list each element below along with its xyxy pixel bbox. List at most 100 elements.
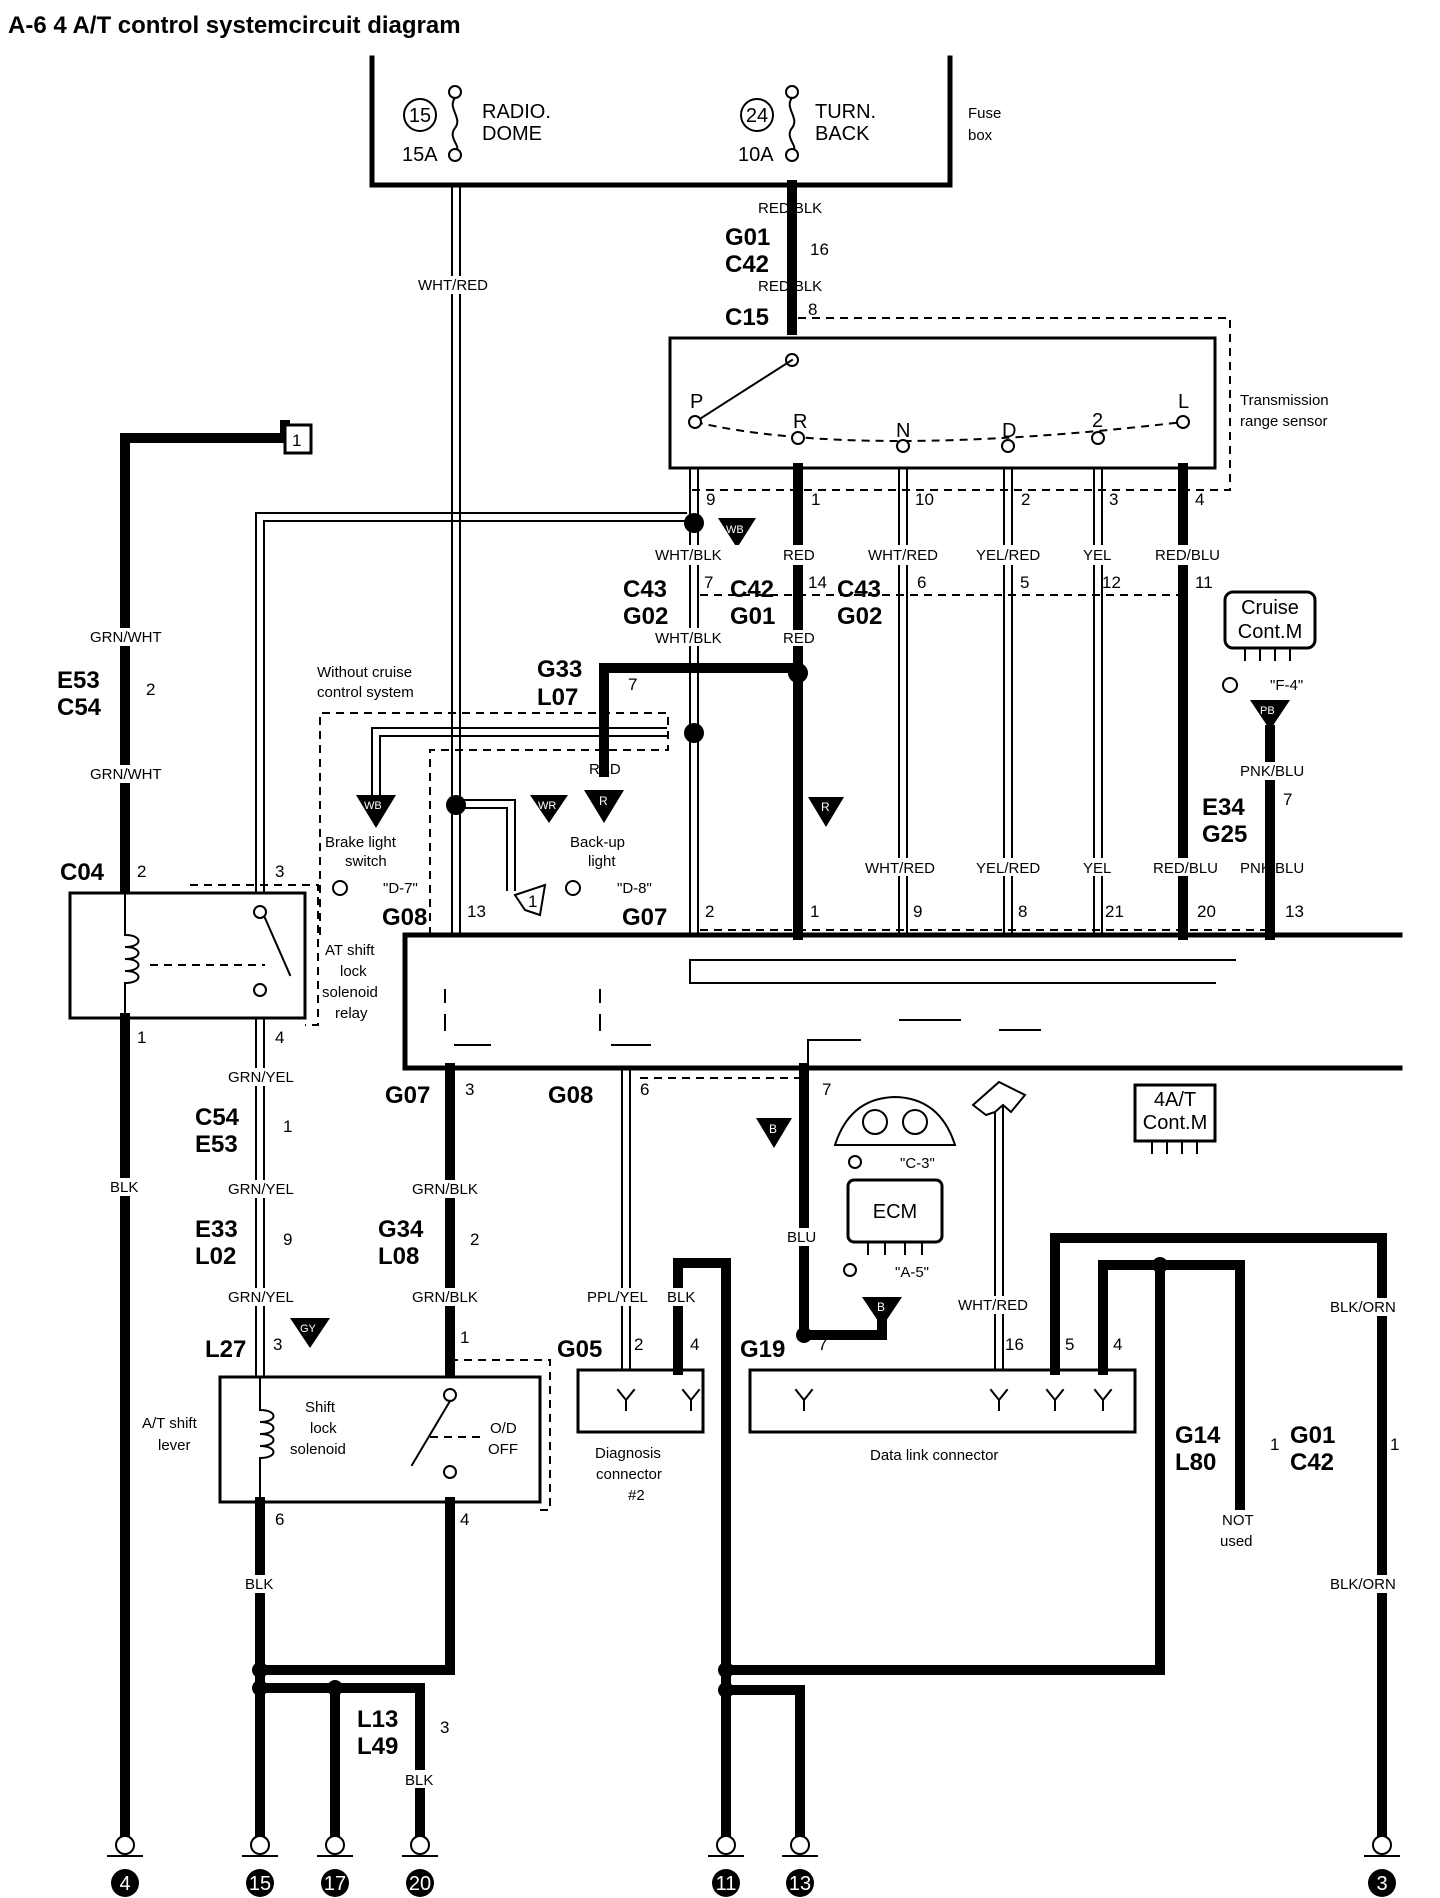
wire-label-grn-yel-1: GRN/YEL	[228, 1069, 294, 1086]
wire-label-blk-2: BLK	[245, 1576, 273, 1593]
pin-3d: 3	[465, 1080, 474, 1099]
pin-2: 2	[1021, 490, 1030, 509]
b-tag-2-label: B	[877, 1300, 885, 1314]
gy-tag-label: GY	[300, 1323, 317, 1335]
pin-13b: 13	[1285, 902, 1304, 921]
pin-12: 12	[1102, 573, 1121, 592]
dlc-terminal-icon	[794, 1388, 1113, 1411]
ground-11-label: 11	[716, 1873, 737, 1895]
pin-16b: 16	[1005, 1335, 1024, 1354]
fuse-24-name-1: TURN.	[815, 101, 876, 123]
range-sensor-label-2: range sensor	[1240, 413, 1328, 430]
pin-5b: 5	[1065, 1335, 1074, 1354]
ground-17: 17	[317, 1835, 353, 1897]
wire-label-yel-red-1: YEL/RED	[976, 547, 1040, 564]
connector-g19: G19	[740, 1336, 785, 1363]
ground-15: 15	[242, 1835, 278, 1897]
wire-grn-wht	[120, 420, 290, 898]
wire-label-grn-yel-3: GRN/YEL	[228, 1289, 294, 1306]
lever-line2: lever	[158, 1437, 191, 1454]
wb-tag-label: WB	[726, 524, 744, 536]
junction-dot	[327, 1680, 343, 1696]
lever-line1: A/T shift	[142, 1415, 198, 1432]
fuse-15-name-2: DOME	[482, 123, 542, 145]
connector-c42-c: C42	[1290, 1449, 1334, 1476]
pin-4e: 4	[1113, 1335, 1122, 1354]
diag-line1: Diagnosis	[595, 1445, 661, 1462]
relay-line1: AT shift	[325, 942, 375, 959]
wire-label-red-blk-1: RED/BLK	[758, 200, 822, 217]
wire-not-used	[1098, 1260, 1245, 1510]
wire-label-wht-blk-2: WHT/BLK	[655, 630, 722, 647]
cruise-control-module: Cruise Cont.M "F-4" PB	[1222, 590, 1317, 730]
ground-17-label: 17	[324, 1873, 346, 1895]
connector-c42-b: C42	[730, 576, 774, 603]
r-tag-backup	[584, 790, 624, 823]
wire-label-yel-red-2: YEL/RED	[976, 860, 1040, 877]
fuse-24-number: 24	[746, 105, 768, 127]
ecm-ref: "A-5"	[895, 1264, 929, 1281]
wire-label-yel-1: YEL	[1083, 547, 1111, 564]
connector-g14: G14	[1175, 1422, 1221, 1449]
wire-label-blk-4: BLK	[667, 1289, 695, 1306]
pin-13: 13	[467, 902, 486, 921]
wr-tag	[530, 795, 568, 823]
ground-20: 20	[402, 1835, 438, 1897]
arrow-1-label: 1	[528, 892, 537, 911]
connection-ref-1-label: 1	[292, 431, 301, 450]
cruise-title-1: Cruise	[1241, 597, 1299, 619]
pin-9c: 9	[283, 1230, 292, 1249]
ecm-label: ECM	[873, 1201, 917, 1223]
connector-c42: C42	[725, 251, 769, 278]
pb-tag	[1250, 700, 1290, 730]
wire-label-grn-wht-2: GRN/WHT	[90, 766, 162, 783]
pb-tag-label: PB	[1260, 705, 1275, 717]
fuse-number-circle	[740, 98, 774, 132]
pin-16: 16	[810, 240, 829, 259]
wb-tag-triangle	[718, 518, 756, 548]
pin-5: 5	[1020, 573, 1029, 592]
connector-l80: L80	[1175, 1449, 1216, 1476]
fuse-24-name-2: BACK	[815, 123, 870, 145]
relay-line4: relay	[335, 1005, 368, 1022]
connector-g33: G33	[537, 656, 582, 683]
wire-red-backup	[599, 663, 803, 718]
diag-line2: connector	[596, 1466, 662, 1483]
without-cruise-2: control system	[317, 684, 414, 701]
connector-c54: C54	[57, 694, 102, 721]
ground-3: 3	[1364, 1835, 1400, 1897]
tcm-label: 4A/T Cont.M	[1133, 1083, 1217, 1154]
wire-label-wht-red-3: WHT/RED	[958, 1297, 1028, 1314]
pin-3c: 3	[273, 1335, 282, 1354]
pin-2d: 2	[137, 862, 146, 881]
backup-light-line2: light	[588, 853, 616, 870]
pin-3: 3	[1109, 490, 1118, 509]
ground-3-label: 3	[1376, 1873, 1387, 1895]
pin-6: 6	[917, 573, 926, 592]
ground-11: 11	[708, 1835, 744, 1897]
fuse-15-number: 15	[409, 105, 431, 127]
r-tag-backup-label: R	[599, 794, 608, 808]
tcm-outline	[402, 932, 1403, 1071]
pin-1e: 1	[460, 1328, 469, 1347]
pin-2f: 2	[634, 1335, 643, 1354]
b-tag-1	[756, 1118, 792, 1148]
relay-line2: lock	[340, 963, 367, 980]
ground-4-label: 4	[119, 1873, 130, 1895]
fuse-24: 24 TURN. BACK 10A	[738, 85, 876, 166]
pin-2e: 2	[470, 1230, 479, 1249]
ground-15-label: 15	[249, 1873, 271, 1895]
arrow-1-icon	[513, 883, 547, 917]
wire-label-red-1: RED	[783, 547, 815, 564]
r-tag-red-label: R	[821, 800, 830, 814]
connection-ref-1	[283, 423, 313, 455]
pin-6b: 6	[275, 1510, 284, 1529]
pin-7c: 7	[1283, 790, 1292, 809]
ref-eye-icon	[332, 880, 348, 896]
junction-dot	[252, 1662, 268, 1678]
relay-line3: solenoid	[322, 984, 378, 1001]
connector-g07-b: G07	[385, 1082, 430, 1109]
brake-switch-ref: "D-7"	[383, 880, 418, 897]
junction-dot	[252, 1680, 268, 1696]
ground-4: 4	[107, 1835, 143, 1897]
